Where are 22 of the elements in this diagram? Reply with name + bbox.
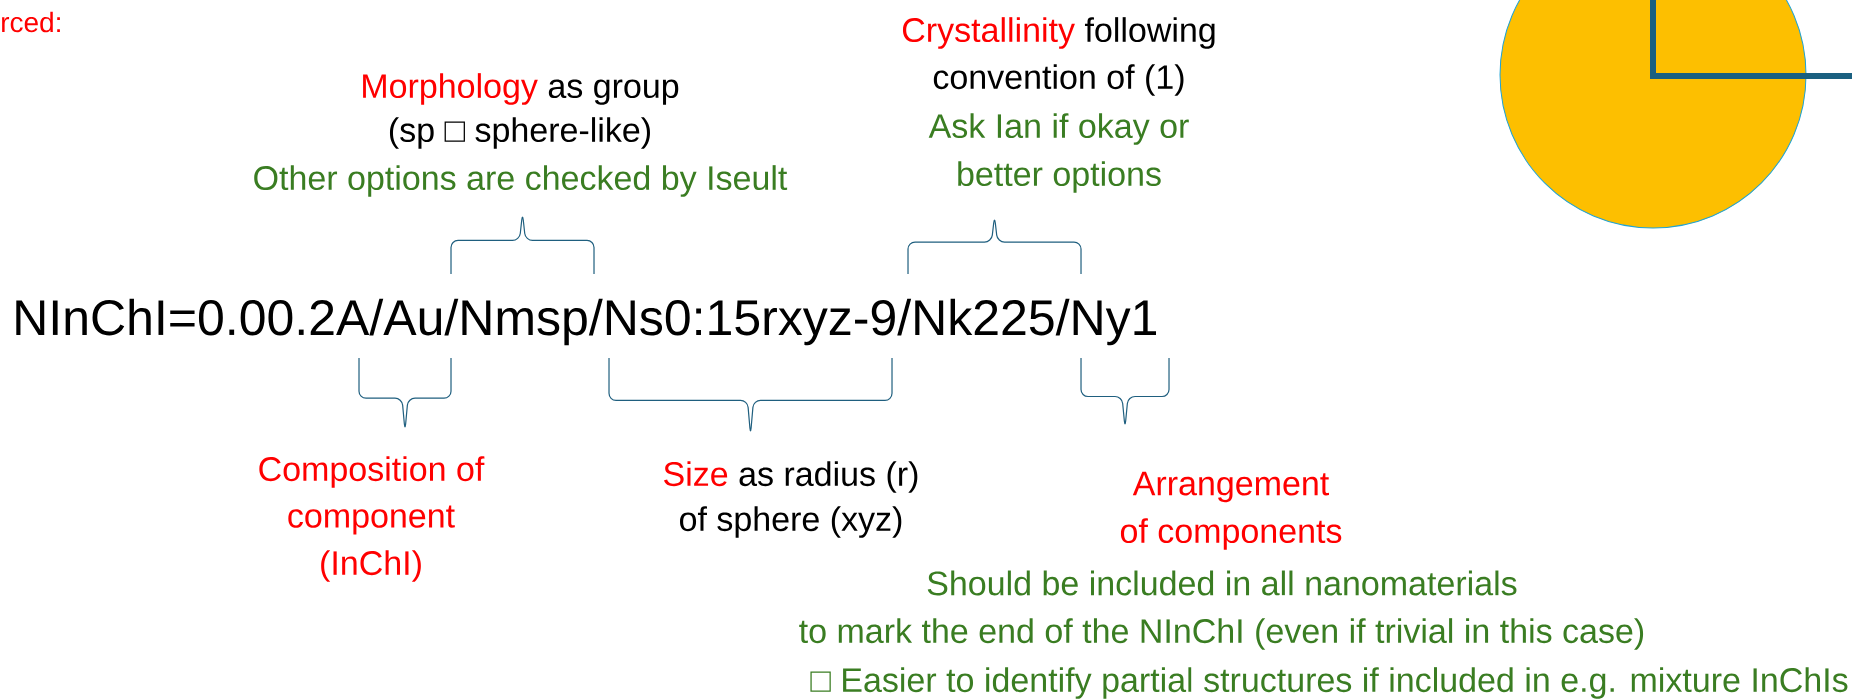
annotation-text: to mark the end of the NInChI (even if trivial in this case) <box>799 618 1644 650</box>
annotation-text: Arrangement <box>1132 471 1329 503</box>
annotation-text: convention of (1) <box>933 64 1184 96</box>
annotation-text: Morphology <box>363 73 538 105</box>
annotation-text: as group <box>548 79 679 105</box>
annotation-text: Crystallinity <box>902 17 1075 49</box>
annotation-text: as radius (r) <box>739 461 918 493</box>
annotation-text: rced: <box>2 11 60 33</box>
annotation-text: (sp □ sphere-like) <box>389 117 650 149</box>
annotation-text: Ask Ian if okay or <box>928 113 1189 145</box>
annotation-text: NInChI=0.00.2A/Au/Nmsp/Ns0:15rxyz-9/Nk225/Ny1 <box>16 298 1156 346</box>
annotation-text: Other options are checked by Iseult <box>254 165 788 197</box>
annotation-text: Size <box>664 461 728 487</box>
annotation-text: Should be included in all nanomaterials <box>927 570 1517 596</box>
annotation-text: of components <box>1120 518 1342 550</box>
annotation-text: Composition of <box>259 456 485 488</box>
annotation-text: □ Easier to identify partial structures if included in e.g. mixture InChIs <box>810 667 1848 699</box>
annotation-text: following <box>1084 17 1215 49</box>
annotation-text: (InChI) <box>321 550 421 582</box>
annotation-text: of sphere (xyz) <box>680 506 902 538</box>
annotation-text: better options <box>958 161 1161 193</box>
annotation-text: component <box>288 505 455 535</box>
